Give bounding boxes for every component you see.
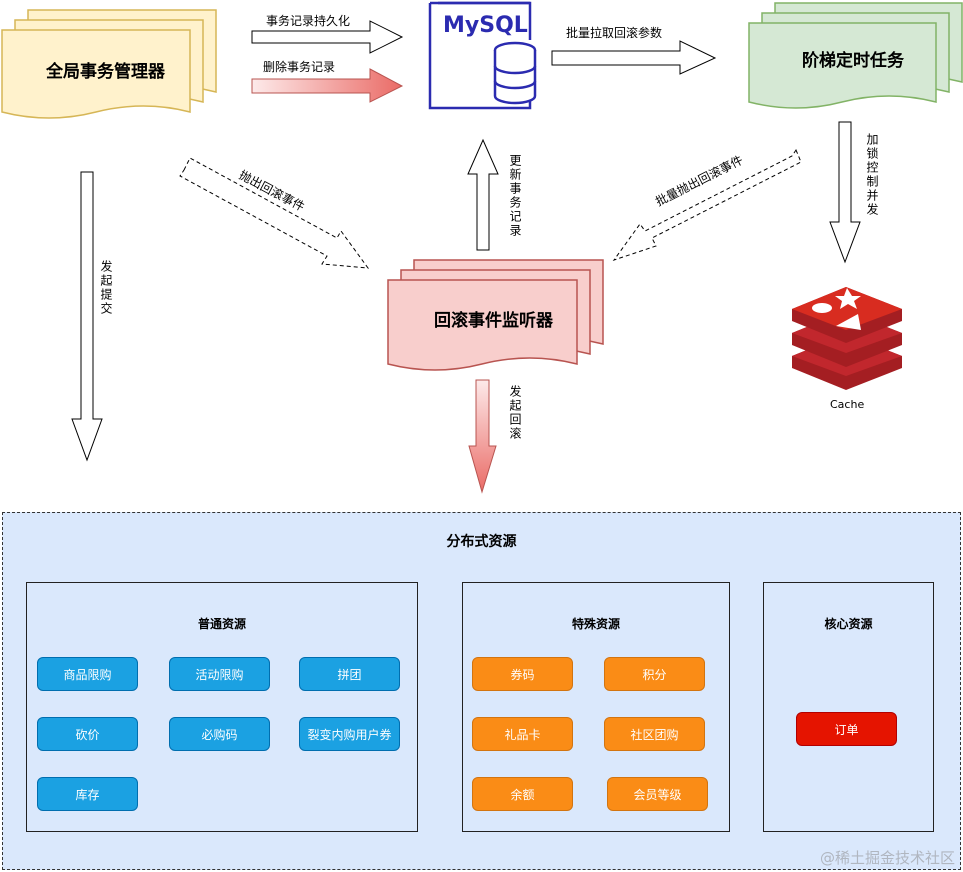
commit-label: 发起提交 <box>99 260 113 316</box>
global-tx-manager-label: 全局事务管理器 <box>46 62 165 82</box>
resource-chip: 订单 <box>796 712 897 746</box>
resource-chip: 砍价 <box>37 717 138 751</box>
special-resources-section: 特殊资源 券码 积分 礼品卡 社区团购 余额 会员等级 <box>462 582 730 832</box>
resource-chip: 礼品卡 <box>472 717 573 751</box>
delete-arrow <box>251 68 404 103</box>
mysql-label: MySQL <box>443 13 528 38</box>
update-record-label: 更新事务记录 <box>508 154 522 238</box>
mysql-icon <box>428 1 537 110</box>
delete-label: 删除事务记录 <box>263 60 336 74</box>
lock-control-label: 加锁控制并发 <box>865 133 879 217</box>
normal-resources-title: 普通资源 <box>197 617 246 631</box>
batch-throw-arrow <box>612 148 802 261</box>
redis-cache-icon <box>792 287 902 390</box>
resource-chip: 必购码 <box>169 717 270 751</box>
resource-chip: 积分 <box>604 657 705 691</box>
cache-label: Cache <box>830 398 865 411</box>
core-resources-section: 核心资源 订单 <box>763 582 934 832</box>
resource-chip: 拼团 <box>299 657 400 691</box>
persist-arrow <box>251 20 404 54</box>
resource-chip: 库存 <box>37 777 138 811</box>
update-record-arrow <box>467 138 499 251</box>
distributed-resources-container: 分布式资源 普通资源 商品限购 活动限购 拼团 砍价 必购码 裂变内购用户券 库… <box>2 512 961 870</box>
batch-pull-label: 批量拉取回滚参数 <box>566 26 663 40</box>
lock-control-arrow <box>829 121 861 264</box>
global-tx-manager-shape <box>1 9 217 119</box>
step-timer-label: 阶梯定时任务 <box>802 51 904 71</box>
resource-chip: 社区团购 <box>604 717 705 751</box>
rollback-arrow <box>468 379 497 494</box>
rollback-listener-label: 回滚事件监听器 <box>434 311 553 331</box>
persist-label: 事务记录持久化 <box>266 14 351 28</box>
resource-chip: 会员等级 <box>607 777 708 811</box>
throw-rollback-arrow <box>179 157 370 269</box>
resource-chip: 裂变内购用户券 <box>299 717 400 751</box>
commit-arrow <box>71 171 103 462</box>
resource-chip: 余额 <box>472 777 573 811</box>
batch-pull-arrow <box>551 40 717 75</box>
core-resources-title: 核心资源 <box>824 617 873 631</box>
normal-resources-section: 普通资源 商品限购 活动限购 拼团 砍价 必购码 裂变内购用户券 库存 <box>26 582 418 832</box>
resource-chip: 商品限购 <box>37 657 138 691</box>
resource-chip: 活动限购 <box>169 657 270 691</box>
resource-chip: 券码 <box>472 657 573 691</box>
step-timer-shape <box>748 2 963 109</box>
special-resources-title: 特殊资源 <box>571 617 620 631</box>
rollback-label: 发起回滚 <box>508 385 522 441</box>
distributed-resources-title: 分布式资源 <box>446 534 517 550</box>
watermark: @稀土掘金技术社区 <box>819 849 955 867</box>
rollback-listener-shape <box>387 259 604 371</box>
